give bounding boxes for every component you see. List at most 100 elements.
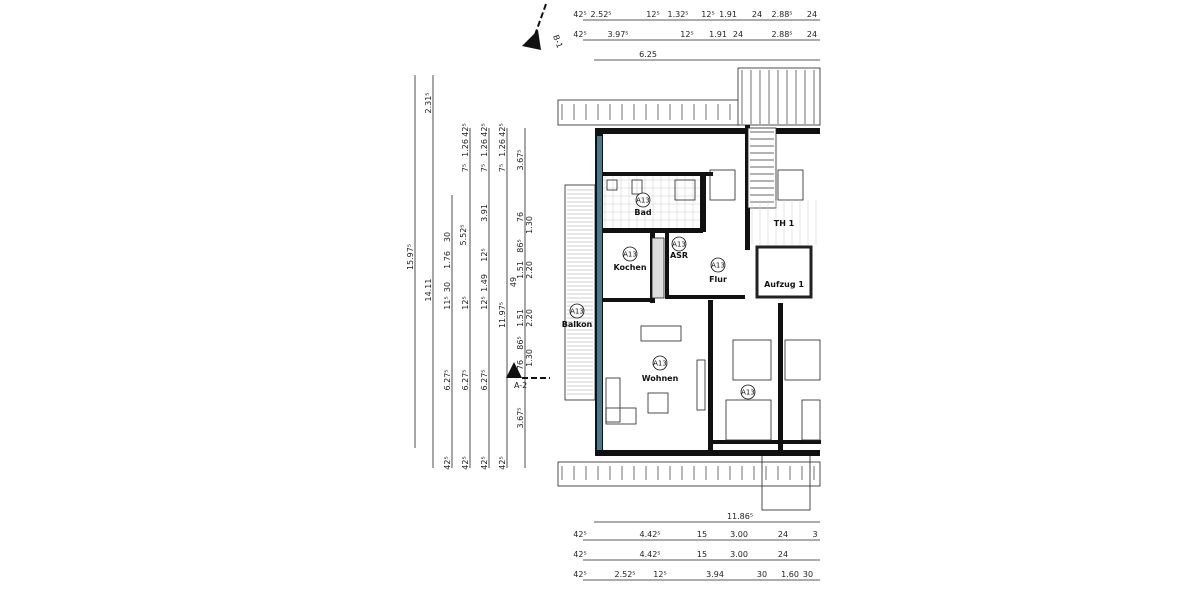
dimension-label: 7⁵ [461,164,470,172]
dimension-label: 30 [443,232,452,242]
dimension-lines [414,19,820,581]
dimension-label: 6.27⁵ [461,369,470,390]
wall [700,176,706,232]
dimension-label: 15 [697,550,707,559]
room-tag: A13 [653,360,667,368]
dimension-label: 15 [697,530,707,539]
shaft [777,169,804,201]
wall [778,303,783,453]
dimension-label: 1.26 [480,139,489,157]
room-tag-circle [710,257,726,273]
room-labels: A13BadA13KochenA13ASRA13FlurA13BalkonA13… [562,192,804,400]
dimension-label: 6.25 [639,50,657,59]
wall [603,228,703,233]
elevator [755,245,813,299]
room-tag-circle [652,355,668,371]
wall [603,298,653,302]
room-name: Aufzug 1 [764,280,804,289]
dimension-label: 1.32⁵ [667,10,688,19]
roof-structure [737,67,821,126]
dimension-label: 2.52⁵ [590,10,611,19]
dimension-label: 30 [443,282,452,292]
dimension-label: 24 [807,10,817,19]
dimension-label: 42⁵ [480,123,489,136]
dimension-label: 24 [807,30,817,39]
wardrobe [801,399,821,441]
room-tag-circle [622,246,638,262]
room-name: ASR [670,251,688,260]
room-name: TH 1 [774,219,795,228]
wall [665,295,745,299]
dimension-label: 1.51 [516,261,525,279]
dimension-label: 3.97⁵ [607,30,628,39]
washing-machine [606,179,618,191]
section-marker-a2: A-2 [506,362,550,390]
dimension-label: 1.91 [709,30,727,39]
dimension-label: 42⁵ [573,10,586,19]
dimension-label: 24 [778,550,788,559]
dimension-label: 24 [733,30,743,39]
dimension-label: 1.26 [461,139,470,157]
dimension-label: 2.52⁵ [614,570,635,579]
dimension-label: 86⁵ [516,239,525,252]
dimension-label: 6.27⁵ [443,369,452,390]
dimension-label: 1.60 [781,570,799,579]
toilet [631,179,643,195]
outer-wall-top [595,128,820,134]
dimension-label: 12⁵ [461,296,470,309]
dimension-label: 6.27⁵ [480,369,489,390]
dimension-label: 11.97⁵ [498,302,507,328]
dimension-label: 42⁵ [498,123,507,136]
dimension-label: 12⁵ [701,10,714,19]
dimension-label: 3.91 [480,204,489,222]
dimension-label: 42⁵ [498,456,507,469]
dimension-label: 4.42⁵ [639,550,660,559]
room-tag: A13 [672,241,686,249]
dimension-label: 42⁵ [461,456,470,469]
dimension-label: 5.52⁵ [459,224,468,245]
dimension-label: 42⁵ [573,550,586,559]
dimension-label: 12⁵ [653,570,666,579]
section-marker-b1: B-1 [522,3,564,50]
dining-table [640,325,682,342]
dimension-label: 12⁵ [680,30,693,39]
dimension-label: 1.30 [525,349,534,367]
dimension-label: 76 [516,360,525,370]
sofa [605,377,621,423]
terrace-top [557,99,741,126]
balcony [564,184,596,401]
dimension-label: 3.67⁵ [516,149,525,170]
dimension-label: 3.00 [730,550,748,559]
dimension-label: 24 [752,10,762,19]
room-name: Balkon [562,320,593,329]
plan-structure [557,67,821,511]
room-tag: A13 [711,262,725,270]
kitchen-counter [651,237,665,299]
room-tag-circle [569,303,585,319]
room-tag: A13 [741,389,755,397]
bed [732,339,772,381]
dimension-label: 3.94 [706,570,724,579]
room-tag-circle [671,236,687,252]
room-name: Wohnen [642,374,679,383]
dimension-label: 42⁵ [461,123,470,136]
dimension-label: 12⁵ [646,10,659,19]
staircase [747,127,777,209]
dimension-label: 42⁵ [573,30,586,39]
dimension-label: 42⁵ [573,530,586,539]
tv-board [696,359,706,411]
dimension-label: 1.49 [480,274,489,292]
dimension-label: 11.86⁵ [727,512,753,521]
dimension-label: 3.00 [730,530,748,539]
section-label-b1: B-1 [551,34,564,50]
room-tag: A13 [636,197,650,205]
dimension-label: 3 [812,530,817,539]
dimension-label: 7⁵ [498,164,507,172]
room-name: Bad [634,208,651,217]
room-tag: A13 [623,251,637,259]
dimension-label: 7⁵ [480,164,489,172]
dimension-label: 42⁵ [443,456,452,469]
coffee-table [647,392,669,414]
dimension-label: 12⁵ [480,296,489,309]
